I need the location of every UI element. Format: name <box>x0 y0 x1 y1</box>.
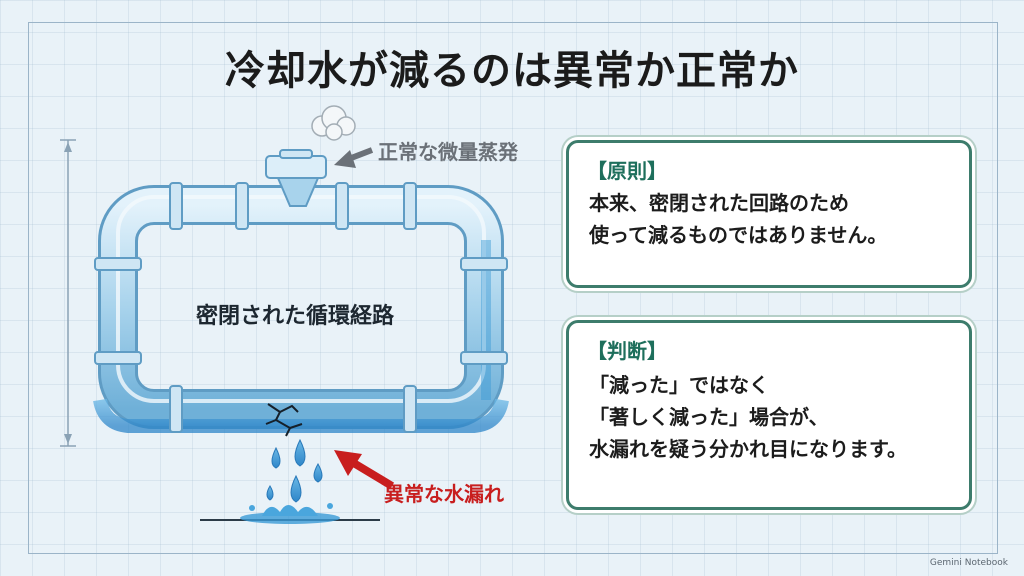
evaporation-arrow <box>334 147 374 168</box>
watermark: Gemini Notebook <box>929 558 1008 568</box>
principle-line: 使って減るものではありません。 <box>589 223 888 247</box>
blueprint-frame <box>28 22 998 554</box>
judgment-card: 【判断】 「減った」ではなく 「著しく減った」場合が、 水漏れを疑う分かれ目にな… <box>566 320 972 510</box>
steam-cloud-icon <box>311 105 356 141</box>
principle-heading: 【原則】 <box>587 159 667 183</box>
principle-card: 【原則】 本来、密閉された回路のため 使って減るものではありません。 <box>566 140 972 288</box>
pressure-cap <box>265 149 327 207</box>
water-in-pipe <box>93 398 509 433</box>
pipe-flanges <box>94 182 508 433</box>
water-drops <box>266 438 323 503</box>
judgment-line: 水漏れを疑う分かれ目になります。 <box>589 437 907 461</box>
page-title: 冷却水が減るのは異常か正常か <box>225 48 799 94</box>
judgment-line: 「著しく減った」場合が、 <box>589 405 829 429</box>
principle-line: 本来、密閉された回路のため <box>589 191 849 215</box>
judgment-text: 「減った」ではなく 「著しく減った」場合が、 水漏れを疑う分かれ目になります。 <box>589 369 907 465</box>
principle-text: 本来、密閉された回路のため 使って減るものではありません。 <box>589 187 887 251</box>
leak-note: 異常な水漏れ <box>384 482 504 506</box>
loop-label: 密閉された循環経路 <box>195 304 394 329</box>
dimension-line <box>60 139 76 447</box>
crack-icon <box>265 403 303 437</box>
evaporation-note: 正常な微量蒸発 <box>378 140 518 164</box>
water-puddle <box>200 503 380 524</box>
judgment-line: 「減った」ではなく <box>589 373 769 397</box>
leak-arrow <box>334 450 395 490</box>
judgment-heading: 【判断】 <box>587 339 667 363</box>
